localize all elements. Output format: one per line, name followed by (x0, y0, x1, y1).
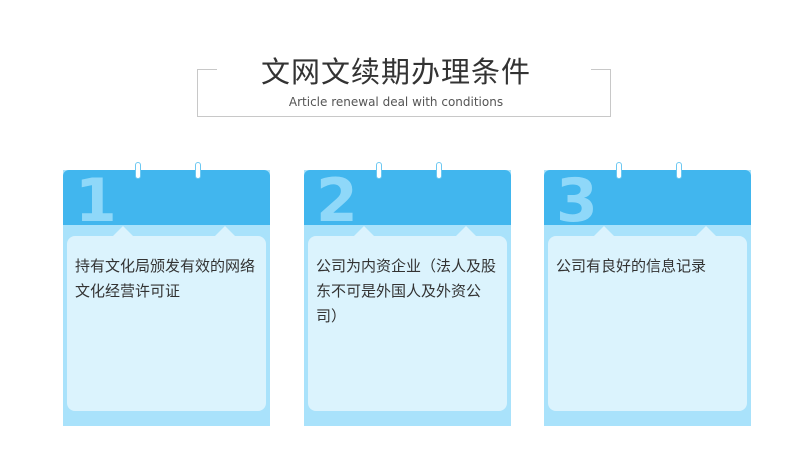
card-note: 公司为内资企业（法人及股东不可是外国人及外资公司） (308, 226, 507, 411)
condition-card-3: 3 公司有良好的信息记录 (544, 162, 751, 426)
card-note: 持有文化局颁发有效的网络文化经营许可证 (67, 226, 266, 411)
card-header: 2 (304, 170, 511, 225)
card-number: 1 (75, 172, 117, 225)
card-number: 2 (316, 172, 358, 225)
note-tab (354, 226, 374, 236)
frame-corner-left (197, 69, 217, 70)
note-tab (696, 226, 716, 236)
card-text: 持有文化局颁发有效的网络文化经营许可证 (75, 257, 256, 300)
card-note: 公司有良好的信息记录 (548, 226, 747, 411)
condition-card-1: 1 持有文化局颁发有效的网络文化经营许可证 (63, 162, 270, 426)
note-tab (113, 226, 133, 236)
binder-ring-icon (195, 162, 201, 179)
frame-corner-right (591, 69, 611, 70)
card-number: 3 (556, 172, 598, 225)
page-subtitle: Article renewal deal with conditions (288, 95, 504, 109)
binder-ring-icon (436, 162, 442, 179)
binder-ring-icon (376, 162, 382, 179)
binder-ring-icon (676, 162, 682, 179)
card-text: 公司有良好的信息记录 (556, 257, 707, 275)
card-header: 1 (63, 170, 270, 225)
note-tab (456, 226, 476, 236)
note-tab (594, 226, 614, 236)
note-tab (215, 226, 235, 236)
binder-ring-icon (616, 162, 622, 179)
card-header: 3 (544, 170, 751, 225)
binder-ring-icon (135, 162, 141, 179)
title-frame (197, 69, 611, 117)
card-text: 公司为内资企业（法人及股东不可是外国人及外资公司） (316, 257, 497, 325)
condition-card-2: 2 公司为内资企业（法人及股东不可是外国人及外资公司） (304, 162, 511, 426)
page-title: 文网文续期办理条件 (260, 55, 531, 89)
